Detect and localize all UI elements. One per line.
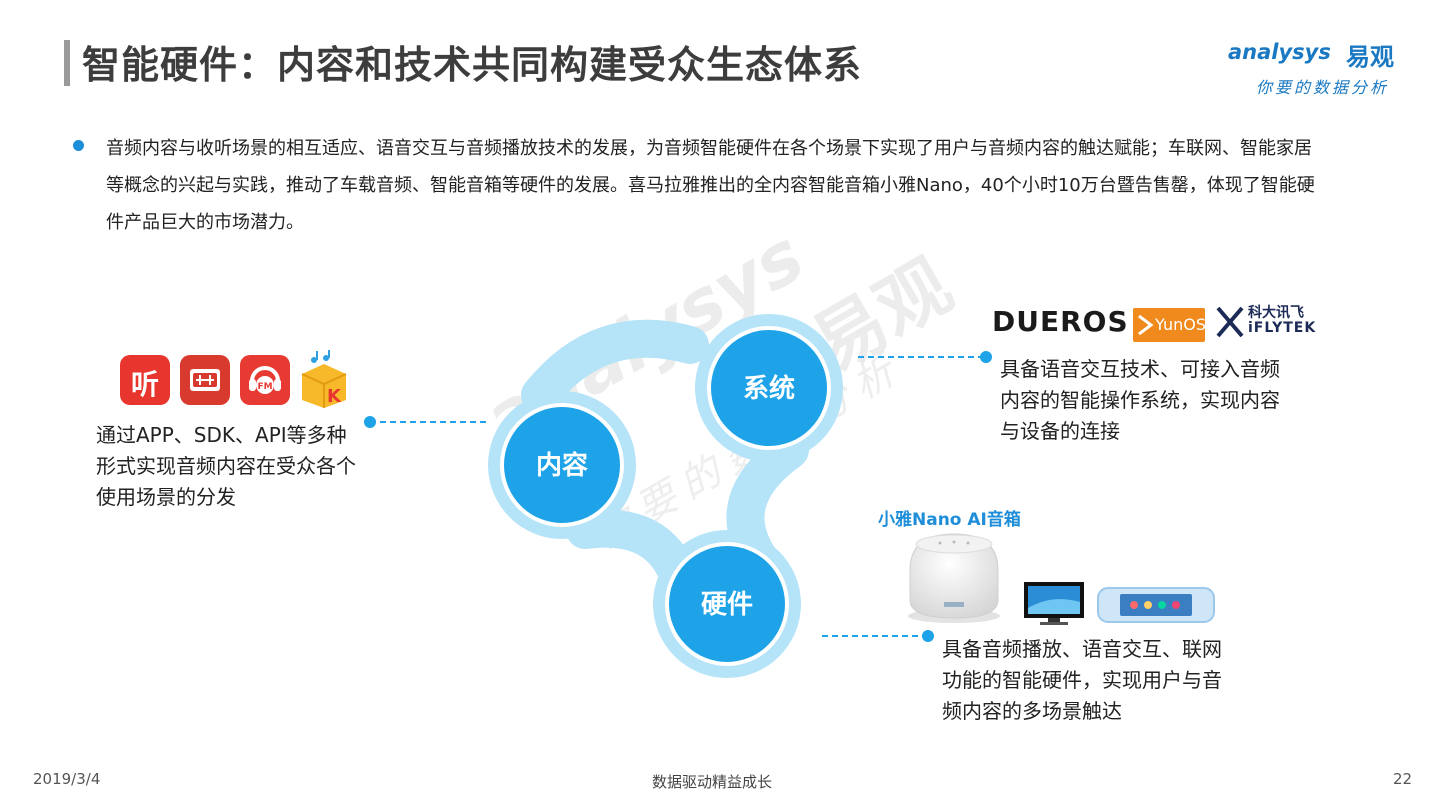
system-description: 具备语音交互技术、可接入音频内容的智能操作系统，实现内容与设备的连接 bbox=[1000, 357, 1280, 443]
car-mirror-image bbox=[1097, 587, 1215, 623]
system-node bbox=[707, 326, 831, 450]
page-title: 智能硬件：内容和技术共同构建受众生态体系 bbox=[82, 43, 863, 87]
logo-chinese: 易观 bbox=[1346, 43, 1394, 71]
footer-slogan: 数据驱动精益成长 bbox=[652, 773, 773, 791]
logo-english: analysys bbox=[1228, 40, 1331, 64]
content-node-label: 内容 bbox=[536, 450, 588, 481]
title-accent-bar bbox=[64, 40, 70, 86]
tv-image bbox=[1024, 582, 1084, 625]
hardware-node-label: 硬件 bbox=[701, 590, 753, 620]
analysys-logo: analysys 易观 你要的数据分析 bbox=[1228, 40, 1408, 100]
ting-icon: 听 bbox=[120, 355, 170, 405]
content-node bbox=[500, 403, 624, 527]
radio-icon bbox=[180, 355, 230, 405]
ting-icon-glyph: 听 bbox=[130, 368, 159, 401]
footer-date: 2019/3/4 bbox=[33, 770, 101, 788]
svg-text:FM: FM bbox=[257, 382, 272, 392]
yunos-logo-text: YunOS bbox=[1155, 315, 1206, 334]
kuwo-icon: K bbox=[296, 350, 352, 410]
system-node-label: 系统 bbox=[743, 373, 795, 404]
bullet-paragraph: 音频内容与收听场景的相互适应、语音交互与音频播放技术的发展，为音频智能硬件在各个… bbox=[106, 138, 1315, 233]
svg-text:K: K bbox=[327, 386, 342, 407]
right-bottom-connector-dot bbox=[922, 630, 934, 642]
logo-slogan: 你要的数据分析 bbox=[1256, 78, 1390, 97]
hardware-node bbox=[665, 542, 789, 666]
left-connector-dot bbox=[364, 416, 376, 428]
smart-speaker-image bbox=[908, 533, 1000, 623]
right-top-connector-dot bbox=[980, 351, 992, 363]
product-label: 小雅Nano AI音箱 bbox=[878, 510, 1021, 530]
fm-icon: FM bbox=[240, 355, 290, 405]
yunos-logo: YunOS bbox=[1133, 308, 1206, 342]
page-number: 22 bbox=[1393, 770, 1413, 788]
dueros-logo: DUEROS bbox=[992, 305, 1129, 338]
hardware-description: 具备音频播放、语音交互、联网功能的智能硬件，实现用户与音频内容的多场景触达 bbox=[942, 637, 1222, 723]
iflytek-logo-cn: 科大讯飞 bbox=[1248, 305, 1304, 321]
content-description: 通过APP、SDK、API等多种形式实现音频内容在受众各个使用场景的分发 bbox=[96, 423, 356, 509]
bullet-dot bbox=[73, 140, 84, 151]
iflytek-logo: 科大讯飞 iFLYTEK bbox=[1214, 302, 1317, 342]
iflytek-logo-en: iFLYTEK bbox=[1248, 320, 1317, 336]
ring-connector-content-system bbox=[521, 319, 709, 414]
